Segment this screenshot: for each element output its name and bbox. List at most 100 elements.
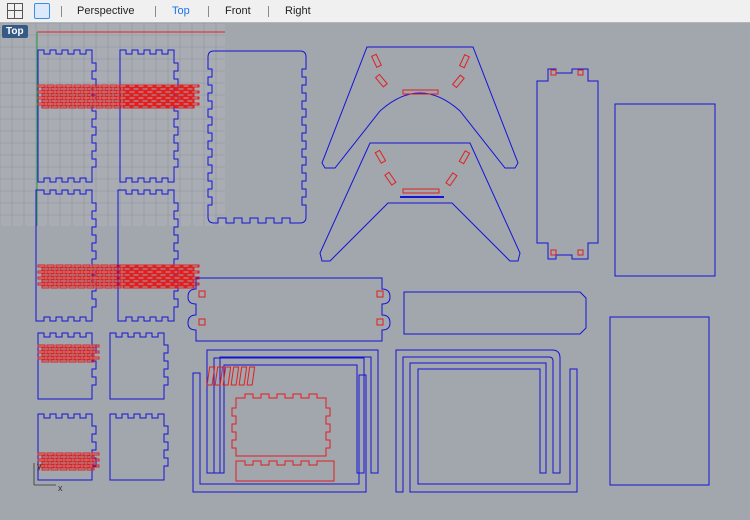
- hinge-cut: [64, 350, 73, 354]
- hinge-cut: [77, 87, 86, 91]
- hinge-cut: [155, 96, 164, 100]
- hinge-cut: [123, 93, 132, 97]
- hinge-cut: [100, 84, 109, 88]
- hinge-cut: [41, 285, 50, 289]
- finger-panel-small: [109, 413, 169, 481]
- hinge-cut: [186, 93, 195, 97]
- hinge-cut: [146, 276, 155, 280]
- plain-panel: [614, 103, 716, 277]
- hinge-cut: [159, 267, 168, 271]
- hinge-cut: [128, 90, 137, 94]
- hinge-cut: [73, 350, 82, 354]
- hinge-cut: [186, 99, 195, 103]
- hinge-cut: [150, 87, 159, 91]
- hinge-cut: [150, 105, 159, 109]
- hinge-cut: [37, 102, 46, 106]
- hinge-cut: [168, 285, 177, 289]
- toolbar-separator: [155, 6, 156, 17]
- hinge-cut: [55, 452, 64, 456]
- hinge-cut: [37, 282, 46, 286]
- slot: [230, 366, 240, 386]
- tab-top[interactable]: Top: [172, 5, 190, 17]
- hinge-cut: [37, 270, 46, 274]
- hinge-cut: [109, 102, 118, 106]
- hinge-cut: [41, 359, 50, 363]
- construction-grid: [0, 23, 225, 226]
- hinge-cut: [146, 90, 155, 94]
- hinge-cut: [109, 264, 118, 268]
- tab-right[interactable]: Right: [285, 5, 311, 17]
- hinge-cut: [73, 270, 82, 274]
- hinge-cut: [159, 87, 168, 91]
- tab-front[interactable]: Front: [225, 5, 251, 17]
- hinge-cut: [41, 93, 50, 97]
- hinge-cut: [104, 267, 113, 271]
- hinge-cut: [55, 350, 64, 354]
- hinge-cut: [46, 350, 55, 354]
- hinge-cut: [50, 99, 59, 103]
- hinge-cut: [164, 96, 173, 100]
- hinge-cut: [77, 99, 86, 103]
- hinge-cut: [141, 273, 150, 277]
- hinge-cut: [68, 87, 77, 91]
- hinge-cut: [177, 105, 186, 109]
- hinge-cut: [64, 464, 73, 468]
- hinge-cut: [191, 96, 200, 100]
- hinge-cut: [50, 467, 59, 471]
- hinge-cut: [46, 356, 55, 360]
- hinge-cut: [128, 84, 137, 88]
- hinge-cut: [50, 359, 59, 363]
- hinge-cut: [91, 270, 100, 274]
- hinge-cut: [146, 282, 155, 286]
- hinge-cut: [91, 276, 100, 280]
- hinge-cut: [77, 467, 86, 471]
- hinge-cut: [41, 99, 50, 103]
- hinge-cut: [46, 270, 55, 274]
- hinge-cut: [73, 276, 82, 280]
- hinge-cut: [168, 99, 177, 103]
- hinge-cut: [82, 282, 91, 286]
- hinge-cut: [91, 350, 100, 354]
- hinge-cut: [141, 93, 150, 97]
- tab-perspective[interactable]: Perspective: [77, 5, 135, 17]
- single-viewport-icon[interactable]: [34, 3, 50, 19]
- top-viewport[interactable]: y x Top: [0, 23, 750, 520]
- four-viewports-icon[interactable]: [7, 3, 23, 19]
- hinge-cut: [141, 267, 150, 271]
- hinge-cut: [137, 264, 146, 268]
- hinge-cut: [59, 87, 68, 91]
- hinge-cut: [68, 93, 77, 97]
- hinge-cut: [59, 99, 68, 103]
- hinge-cut: [123, 87, 132, 91]
- hinge-cut: [104, 279, 113, 283]
- viewport-label[interactable]: Top: [2, 25, 28, 38]
- hinge-cut: [77, 353, 86, 357]
- hinge-cut: [73, 344, 82, 348]
- hinge-cut: [177, 285, 186, 289]
- hinge-cut: [41, 455, 50, 459]
- hinge-cut: [64, 102, 73, 106]
- axis-label-x: x: [58, 483, 63, 493]
- hinge-cut: [104, 99, 113, 103]
- hinge-cut: [141, 87, 150, 91]
- hinge-cut: [113, 93, 122, 97]
- hinge-cut: [50, 461, 59, 465]
- drawing-canvas[interactable]: y x: [0, 23, 750, 520]
- hinge-cut: [59, 353, 68, 357]
- hinge-cut: [68, 105, 77, 109]
- hinge-cut: [159, 285, 168, 289]
- hinge-cut: [68, 285, 77, 289]
- hinge-cut: [155, 84, 164, 88]
- hinge-cut: [86, 467, 95, 471]
- hinge-cut: [37, 350, 46, 354]
- hinge-cut: [155, 264, 164, 268]
- hinge-cut: [119, 264, 128, 268]
- stand-piece-upper: [321, 46, 519, 169]
- hinge-cut: [41, 87, 50, 91]
- hinge-cut: [159, 279, 168, 283]
- hinge-cut: [73, 458, 82, 462]
- hinge-cut: [77, 347, 86, 351]
- hinge-cut: [50, 353, 59, 357]
- hinge-cut: [37, 84, 46, 88]
- hinge-cut: [141, 279, 150, 283]
